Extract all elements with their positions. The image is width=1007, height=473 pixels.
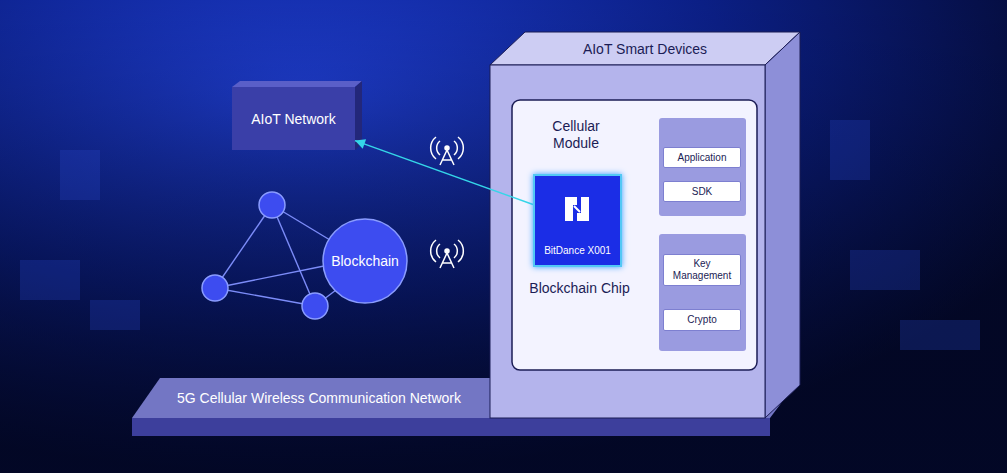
node-label: SDK <box>692 186 713 198</box>
module-panel <box>512 100 757 370</box>
device-top <box>490 32 800 65</box>
node-label: Blockchain <box>331 253 399 269</box>
device-front <box>490 65 765 418</box>
network-side <box>355 81 362 150</box>
antenna-icon <box>431 137 464 165</box>
software-box: Application <box>663 147 741 168</box>
network-band: 5G Cellular Wireless Communication Netwo… <box>160 378 490 418</box>
chip-logo-mark <box>566 198 588 220</box>
software-box: SDK <box>663 181 741 202</box>
network-top <box>232 81 362 87</box>
node-label: Key Management <box>668 258 736 282</box>
security-box: Key Management <box>663 254 741 286</box>
network-front <box>232 87 355 150</box>
antenna-icon <box>431 240 464 268</box>
network-box: AIoT Network <box>232 87 355 150</box>
module-panel: Cellular ModuleBitDance X001Blockchain C… <box>512 100 757 370</box>
node-label: 5G Cellular Wireless Communication Netwo… <box>177 378 490 418</box>
band-front <box>132 418 770 436</box>
arrowhead <box>355 139 366 148</box>
node-caption: Blockchain Chip <box>510 280 649 296</box>
connector <box>355 139 533 204</box>
chip-box: BitDance X001Blockchain Chip <box>533 174 622 267</box>
node-label: Crypto <box>687 314 716 326</box>
node-label: AIoT Network <box>251 111 336 127</box>
security-box: Crypto <box>663 309 741 331</box>
node-label: Application <box>678 152 727 164</box>
chip-logo <box>562 194 592 224</box>
chain-links <box>215 205 336 306</box>
device-side <box>765 32 800 418</box>
blockchain-circle: Blockchain <box>323 219 407 303</box>
node-label: BitDance X001 <box>535 245 620 256</box>
software-column <box>659 118 746 216</box>
security-column <box>659 234 746 351</box>
node-label: Cellular Module <box>536 118 616 152</box>
connector-line <box>355 141 533 205</box>
chain-peers <box>202 192 407 319</box>
device-box: AIoT Smart DevicesCellular ModuleBitDanc… <box>490 32 800 418</box>
node-label: AIoT Smart Devices <box>525 41 765 57</box>
